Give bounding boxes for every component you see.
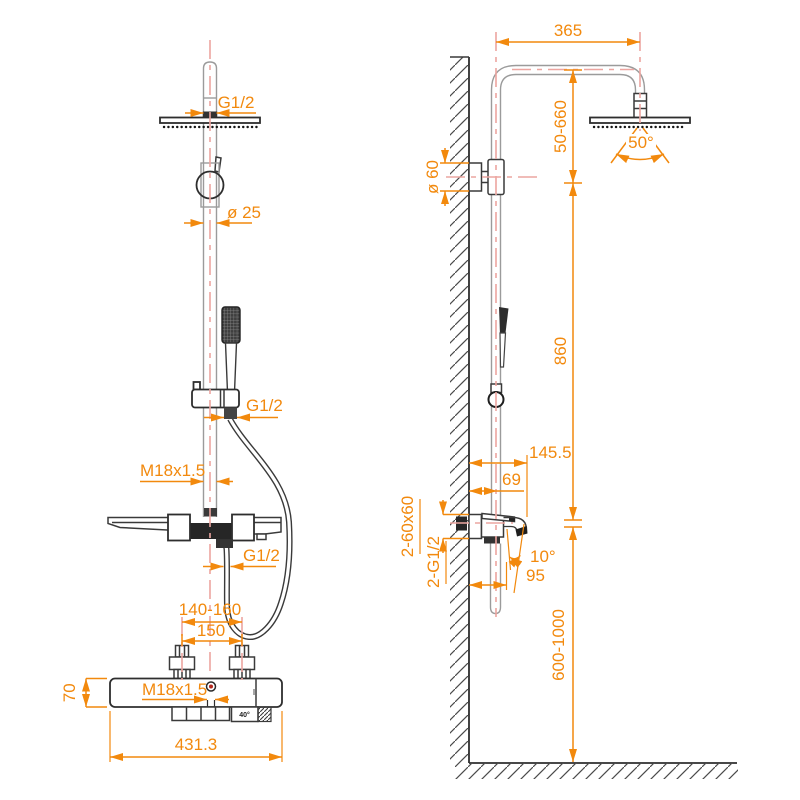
shelf-assembly	[107, 508, 282, 548]
label-dia-25: ø 25	[227, 203, 261, 222]
dimensions: G1/2 ø 25 G1/2 M18x1.5 G1/2 140-160 150 …	[60, 21, 670, 762]
label-g12-handshower: G1/2	[246, 396, 283, 415]
hose-outlet-fitting	[216, 539, 233, 548]
label-g12-hose: G1/2	[243, 546, 280, 565]
side-view	[450, 56, 738, 779]
label-head-drop: 50-660	[551, 100, 570, 153]
label-temp-button: 40°	[239, 711, 250, 719]
label-flange-size: 2-60x60	[398, 496, 417, 557]
label-inlet-spacing: 150	[197, 621, 225, 640]
label-spray-angle: 50°	[628, 133, 654, 152]
spout-outlet	[515, 526, 528, 537]
hand-shower-handle	[224, 342, 238, 393]
floor-section	[455, 762, 738, 779]
hand-shower-holder	[191, 381, 240, 419]
hand-shower-front	[221, 306, 241, 393]
label-g12-top: G1/2	[218, 93, 255, 112]
hose-nut	[224, 407, 237, 419]
knurled-knob	[257, 706, 272, 723]
label-arm-reach: 365	[554, 21, 582, 40]
label-bracket-dia: ø 60	[423, 160, 442, 194]
shower-hose-core	[223, 418, 292, 639]
hand-shower-handle-side	[499, 332, 507, 368]
label-riser-height: 860	[551, 337, 570, 365]
label-spout-wall-dist: 95	[526, 566, 545, 585]
label-m18-body: M18x1.5	[142, 680, 207, 699]
hand-shower-head	[221, 306, 241, 344]
front-view: 40°	[107, 61, 293, 723]
label-spout-reach: 145.5	[529, 443, 572, 462]
shelf-center-block	[188, 523, 234, 539]
label-body-height: 70	[60, 683, 79, 702]
label-inlet-thread: 2-G1/2	[424, 536, 443, 588]
label-m18-riser: M18x1.5	[140, 461, 205, 480]
diverter-lever	[214, 156, 222, 173]
centerlines	[181, 32, 641, 680]
label-install-height: 600-1000	[549, 609, 568, 681]
label-hose-offset: 69	[502, 470, 521, 489]
label-body-width: 431.3	[175, 735, 218, 754]
mixer-handle-side	[481, 512, 516, 523]
label-inlet-range: 140-160	[179, 600, 241, 619]
square-flange	[468, 513, 483, 540]
label-spout-angle: 10°	[530, 547, 556, 566]
hand-shower-head-side	[499, 307, 509, 333]
